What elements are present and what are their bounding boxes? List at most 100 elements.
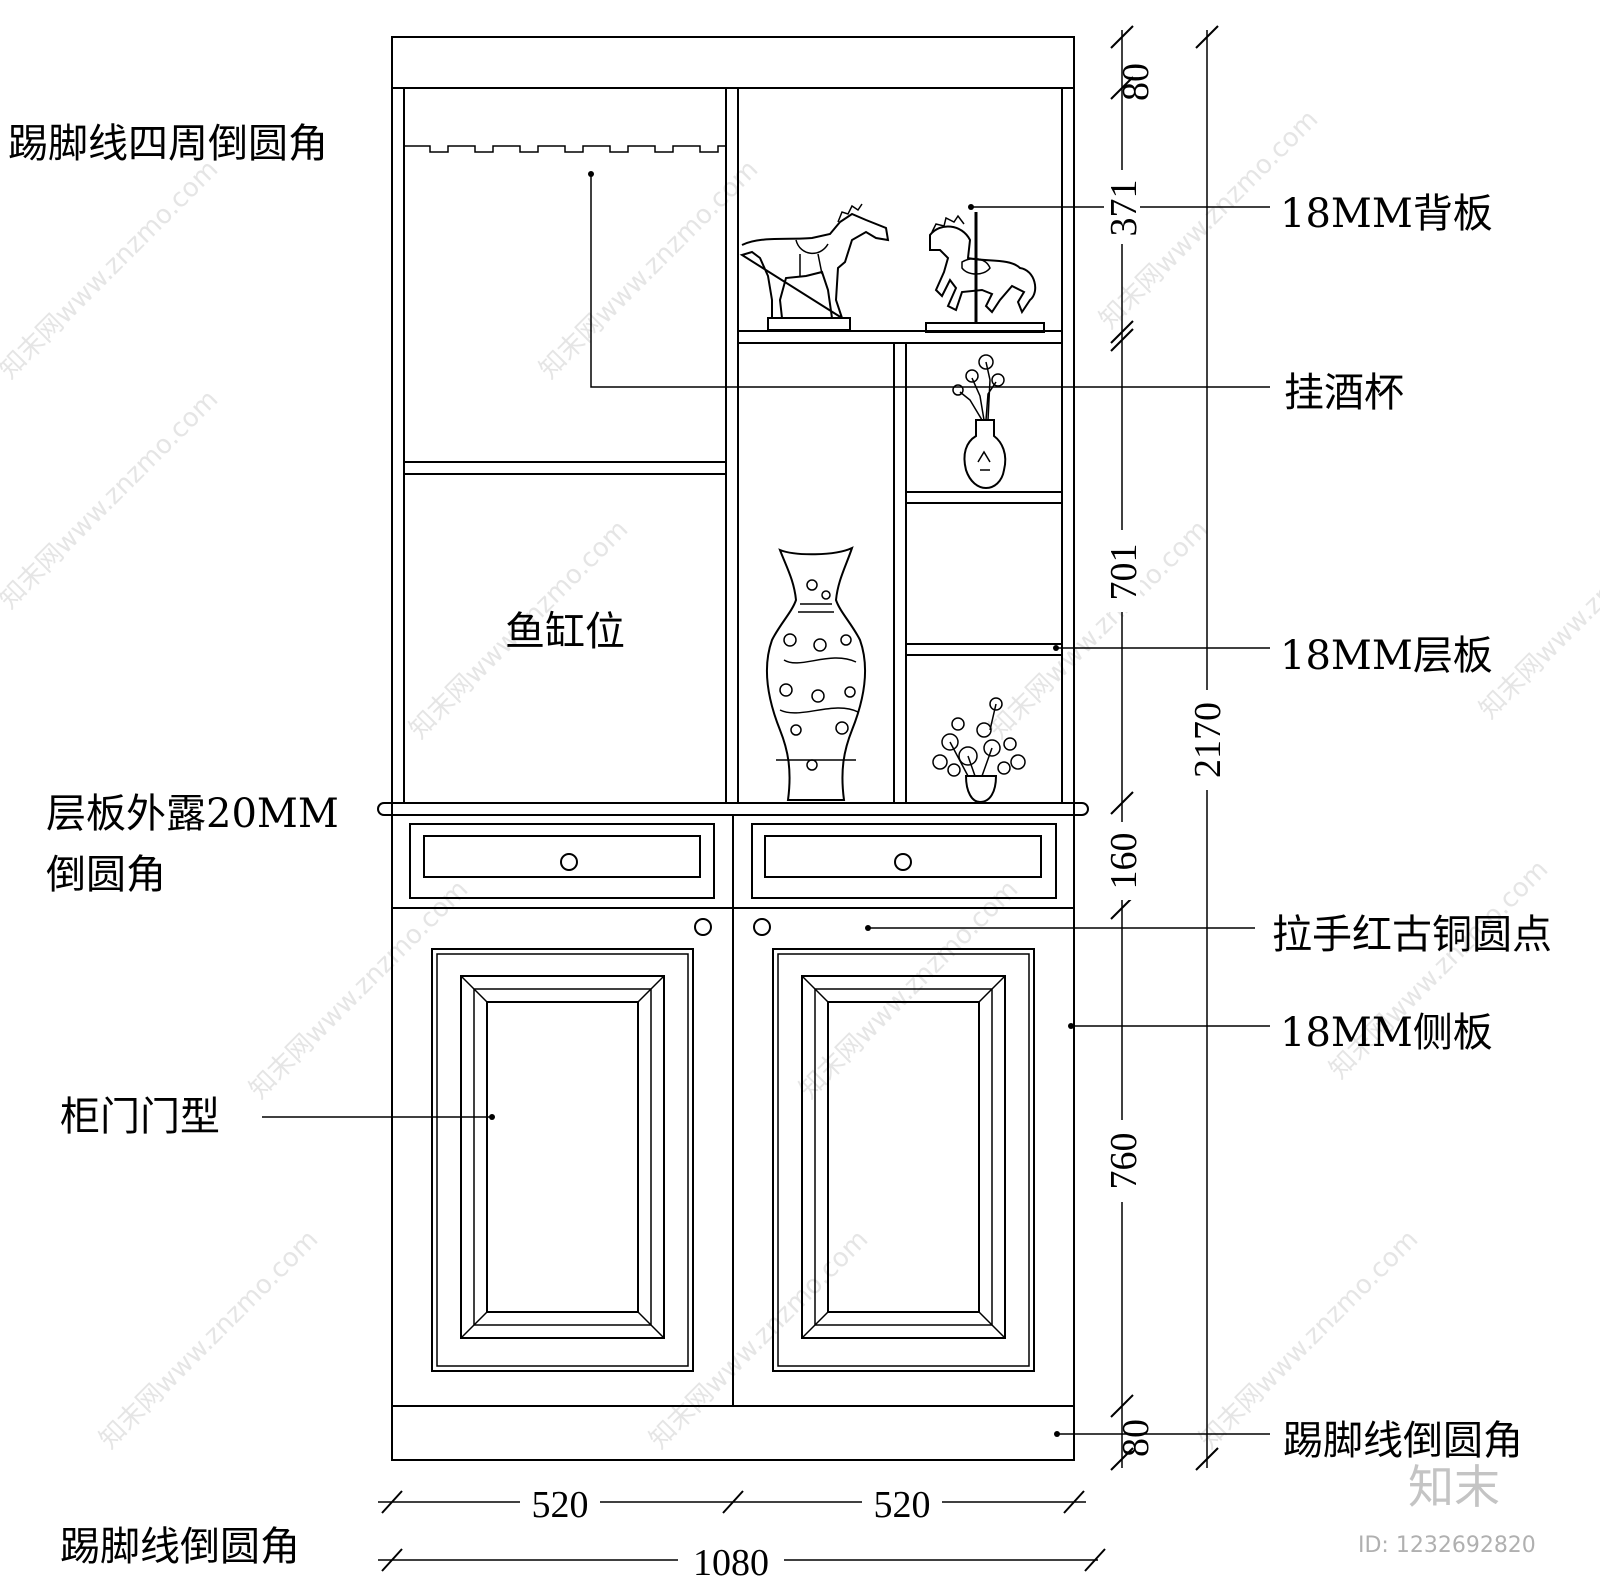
flower-pot — [964, 775, 998, 804]
bud-vase-icon — [952, 354, 1007, 490]
bud-vase-body — [963, 419, 1007, 490]
bud-vase-decor — [977, 450, 991, 471]
left-door-bevel — [460, 1311, 488, 1339]
watermark-text: 知末网www.znzmo.com — [94, 1224, 325, 1455]
left-door — [431, 948, 694, 1372]
label-skirting-right: 踢脚线倒圆角 — [1283, 1418, 1523, 1464]
porcelain-vase-pattern — [779, 579, 859, 771]
leader-dot — [1068, 1023, 1074, 1029]
leader-dot — [968, 204, 974, 210]
dim-label: 80 — [1115, 63, 1157, 101]
left-door-bevel — [637, 975, 665, 1003]
porcelain-vase-body — [766, 546, 866, 801]
watermark-text: 知末网www.znzmo.com — [534, 154, 765, 385]
watermark-text: 知末网www.znzmo.com — [0, 384, 224, 615]
right-door-raised-inner — [814, 988, 993, 1326]
cabinet-outer-frame — [391, 36, 1075, 1461]
brand-logo-text: 知末 — [1408, 1460, 1500, 1514]
bud-vase-stems — [959, 361, 997, 421]
counter-shelf — [377, 802, 1089, 816]
carousel-horse-icon — [925, 212, 1045, 333]
leader-lines — [262, 171, 1270, 1437]
right-drawer-front — [751, 823, 1057, 899]
left-door-field — [486, 1001, 639, 1313]
leader-dot — [489, 1114, 495, 1120]
left-door-outer — [431, 948, 694, 1372]
bud-flower — [991, 373, 1005, 387]
dimension-lines — [378, 25, 1224, 1580]
right-door-bevel — [801, 1311, 829, 1339]
carousel-horse-saddle — [961, 257, 991, 275]
dim-label: 371 — [1103, 180, 1145, 237]
right-door-outer — [772, 948, 1035, 1372]
label-shelf-exposed-line1: 层板外露20MM — [46, 791, 339, 837]
right-door-knob — [753, 918, 771, 936]
label-back-panel: 18MM背板 — [1280, 191, 1493, 237]
dim-h-tick — [722, 1490, 744, 1514]
porcelain-vase-neck-band — [776, 603, 856, 761]
image-id-text: ID: 1232692820 — [1358, 1533, 1536, 1558]
dim-h-total-tick — [381, 1548, 403, 1572]
decor-objects — [739, 203, 1045, 804]
label-fish-tank: 鱼缸位 — [505, 609, 625, 655]
right-drawer-panel — [764, 835, 1042, 878]
label-skirting-bottom: 踢脚线倒圆角 — [60, 1524, 300, 1570]
right-door-outer-inner — [777, 953, 1030, 1367]
dim-label: 760 — [1103, 1133, 1145, 1190]
dim-ticks — [1110, 25, 1134, 1471]
watermark-layer: 知末网www.znzmo.com 知末网www.znzmo.com 知末网www… — [0, 104, 1600, 1455]
right-drawer-knob — [894, 853, 912, 871]
watermark-text: 知末网www.znzmo.com — [984, 514, 1215, 745]
label-shelf-18mm: 18MM层板 — [1280, 633, 1493, 679]
left-drawer-knob — [560, 853, 578, 871]
brand-watermark: 知末 ID: 1232692820 — [1358, 1460, 1536, 1558]
left-door-bevel — [637, 1311, 665, 1339]
bud-flower — [965, 369, 979, 383]
left-door-bevel — [460, 975, 488, 1003]
right-door-raised — [801, 975, 1006, 1339]
left-door-outer-inner — [436, 953, 689, 1367]
right-door-field — [827, 1001, 980, 1313]
right-door-bevel — [978, 975, 1006, 1003]
dim-label: 701 — [1103, 544, 1145, 601]
right-door-bevel — [978, 1311, 1006, 1339]
left-drawer-panel — [423, 835, 701, 878]
leader-dot — [588, 171, 594, 177]
label-handle: 拉手红古铜圆点 — [1272, 912, 1552, 958]
label-top-left-fillet: 踢脚线四周倒圆角 — [8, 121, 328, 167]
dim-h-tick — [381, 1490, 403, 1514]
horse-statue-icon — [739, 203, 890, 331]
flower-cluster — [932, 697, 1026, 777]
dim-label: 160 — [1103, 833, 1145, 890]
dim-total-tick — [1195, 1447, 1219, 1471]
leader-dot — [1054, 1431, 1060, 1437]
dim-h-total-tick — [1084, 1548, 1106, 1572]
watermark-text: 知末网www.znzmo.com — [644, 1224, 875, 1455]
carousel-base — [925, 322, 1045, 333]
porcelain-vase-icon — [766, 546, 866, 801]
right-door — [772, 948, 1035, 1372]
dim-label: 520 — [874, 1484, 931, 1526]
carousel-horse-mane — [931, 214, 965, 233]
left-door-raised — [460, 975, 665, 1339]
label-side-panel: 18MM侧板 — [1280, 1010, 1493, 1056]
bud-flower — [978, 354, 994, 370]
label-wine-glass-rack: 挂酒杯 — [1284, 370, 1404, 416]
horse-statue-mane — [837, 203, 863, 223]
leader-wine-glass — [590, 174, 1270, 388]
dim-label: 520 — [532, 1484, 589, 1526]
left-door-knob — [694, 918, 712, 936]
right-door-bevel — [801, 975, 829, 1003]
horse-statue-base — [767, 317, 851, 331]
label-door-style: 柜门门型 — [60, 1094, 220, 1140]
dim-h-tick — [1063, 1490, 1085, 1514]
leader-dot — [865, 925, 871, 931]
watermark-text: 知末网www.znzmo.com — [1474, 494, 1600, 725]
dim-total-label: 2170 — [1187, 702, 1229, 778]
horse-statue-saddle — [795, 239, 829, 276]
left-drawer-front — [409, 823, 715, 899]
left-door-raised-inner — [473, 988, 652, 1326]
dimension-labels: 80 371 701 160 760 80 2170 520 520 1080 — [532, 63, 1230, 1584]
bud-flower — [952, 384, 964, 396]
